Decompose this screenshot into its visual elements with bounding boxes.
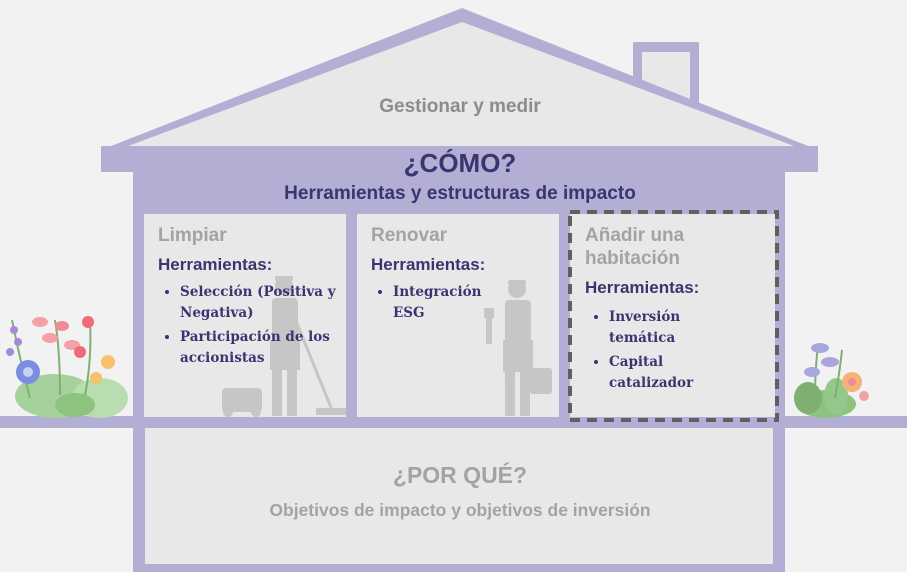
right-flowers-decoration <box>794 343 869 418</box>
tools-list: Integración ESG <box>371 282 503 324</box>
room-renovar <box>357 214 559 417</box>
how-subheading: Herramientas y estructuras de impacto <box>284 183 636 204</box>
roof-label: Gestionar y medir <box>379 96 541 117</box>
tools-heading: Herramientas: <box>158 255 273 274</box>
room-title: Limpiar <box>158 225 227 246</box>
how-heading: ¿CÓMO? <box>403 148 517 178</box>
tools-list: Selección (Positiva y Negativa) Particip… <box>158 282 338 369</box>
room-anadir-content: Añadir una habitación Herramientas: Inve… <box>585 224 755 397</box>
tools-heading: Herramientas: <box>371 255 486 274</box>
tools-heading: Herramientas: <box>585 278 700 297</box>
cleaner-figure <box>222 276 346 417</box>
room-anadir-dashed-border <box>568 210 779 422</box>
painter-figure <box>484 280 552 416</box>
room-anadir <box>570 214 775 417</box>
roof-inner <box>128 22 794 146</box>
tool-item: Participación de los accionistas <box>180 327 338 369</box>
why-subheading: Objetivos de impacto y objetivos de inve… <box>269 500 651 520</box>
tool-item: Integración ESG <box>393 282 503 324</box>
room-title: Renovar <box>371 225 448 246</box>
tool-item: Inversión temática <box>609 307 719 349</box>
room-renovar-content: Renovar Herramientas: Integración ESG <box>371 224 551 327</box>
why-heading: ¿POR QUÉ? <box>392 462 528 488</box>
tools-list: Inversión temática Capital catalizador <box>585 307 719 394</box>
tool-item: Selección (Positiva y Negativa) <box>180 282 338 324</box>
room-limpiar <box>144 214 346 417</box>
room-limpiar-content: Limpiar Herramientas: Selección (Positiv… <box>158 224 338 372</box>
tool-item: Capital catalizador <box>609 352 719 394</box>
room-title: Añadir una habitación <box>585 225 685 269</box>
basement-room <box>145 428 773 564</box>
left-flowers-decoration <box>6 316 128 418</box>
